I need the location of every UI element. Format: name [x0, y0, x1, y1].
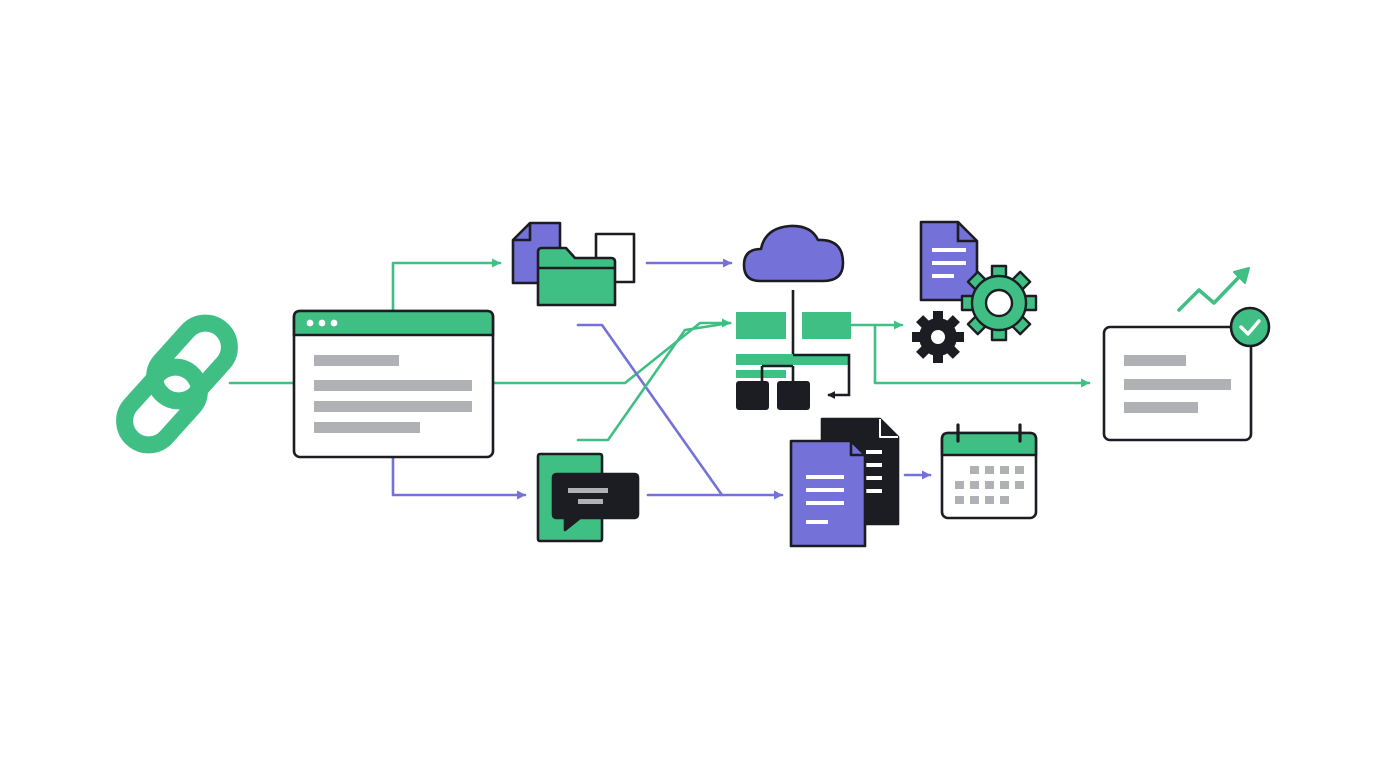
link-icon	[116, 314, 238, 454]
green-gear-icon	[960, 264, 1038, 342]
chat-message-icon	[536, 452, 640, 543]
front-document-icon	[789, 439, 867, 548]
check-badge-icon	[1229, 306, 1271, 348]
edge-chat-org	[576, 321, 732, 442]
window-dot-2	[318, 319, 326, 327]
edge-org-report	[873, 323, 1091, 388]
edge-files-docs	[576, 323, 784, 500]
hierarchy-icon	[736, 290, 851, 410]
edge-browser-chat	[391, 456, 527, 500]
trend-up-arrow-icon	[1177, 267, 1250, 312]
browser-window-icon	[292, 309, 495, 459]
calendar-icon	[940, 423, 1038, 520]
files-folder-icon	[511, 221, 636, 307]
dark-gear-icon	[912, 311, 964, 363]
documents-stack-icon	[789, 417, 900, 548]
cloud-icon	[742, 224, 845, 283]
edge-browser-files	[391, 258, 502, 313]
report-check-icon	[1102, 306, 1271, 442]
green-folder-icon	[536, 246, 617, 307]
document-gears-icon	[912, 220, 1038, 363]
edge-browser-org	[492, 318, 732, 385]
window-dot-3	[330, 319, 338, 327]
window-dot-1	[306, 319, 314, 327]
connectors	[228, 258, 1091, 500]
